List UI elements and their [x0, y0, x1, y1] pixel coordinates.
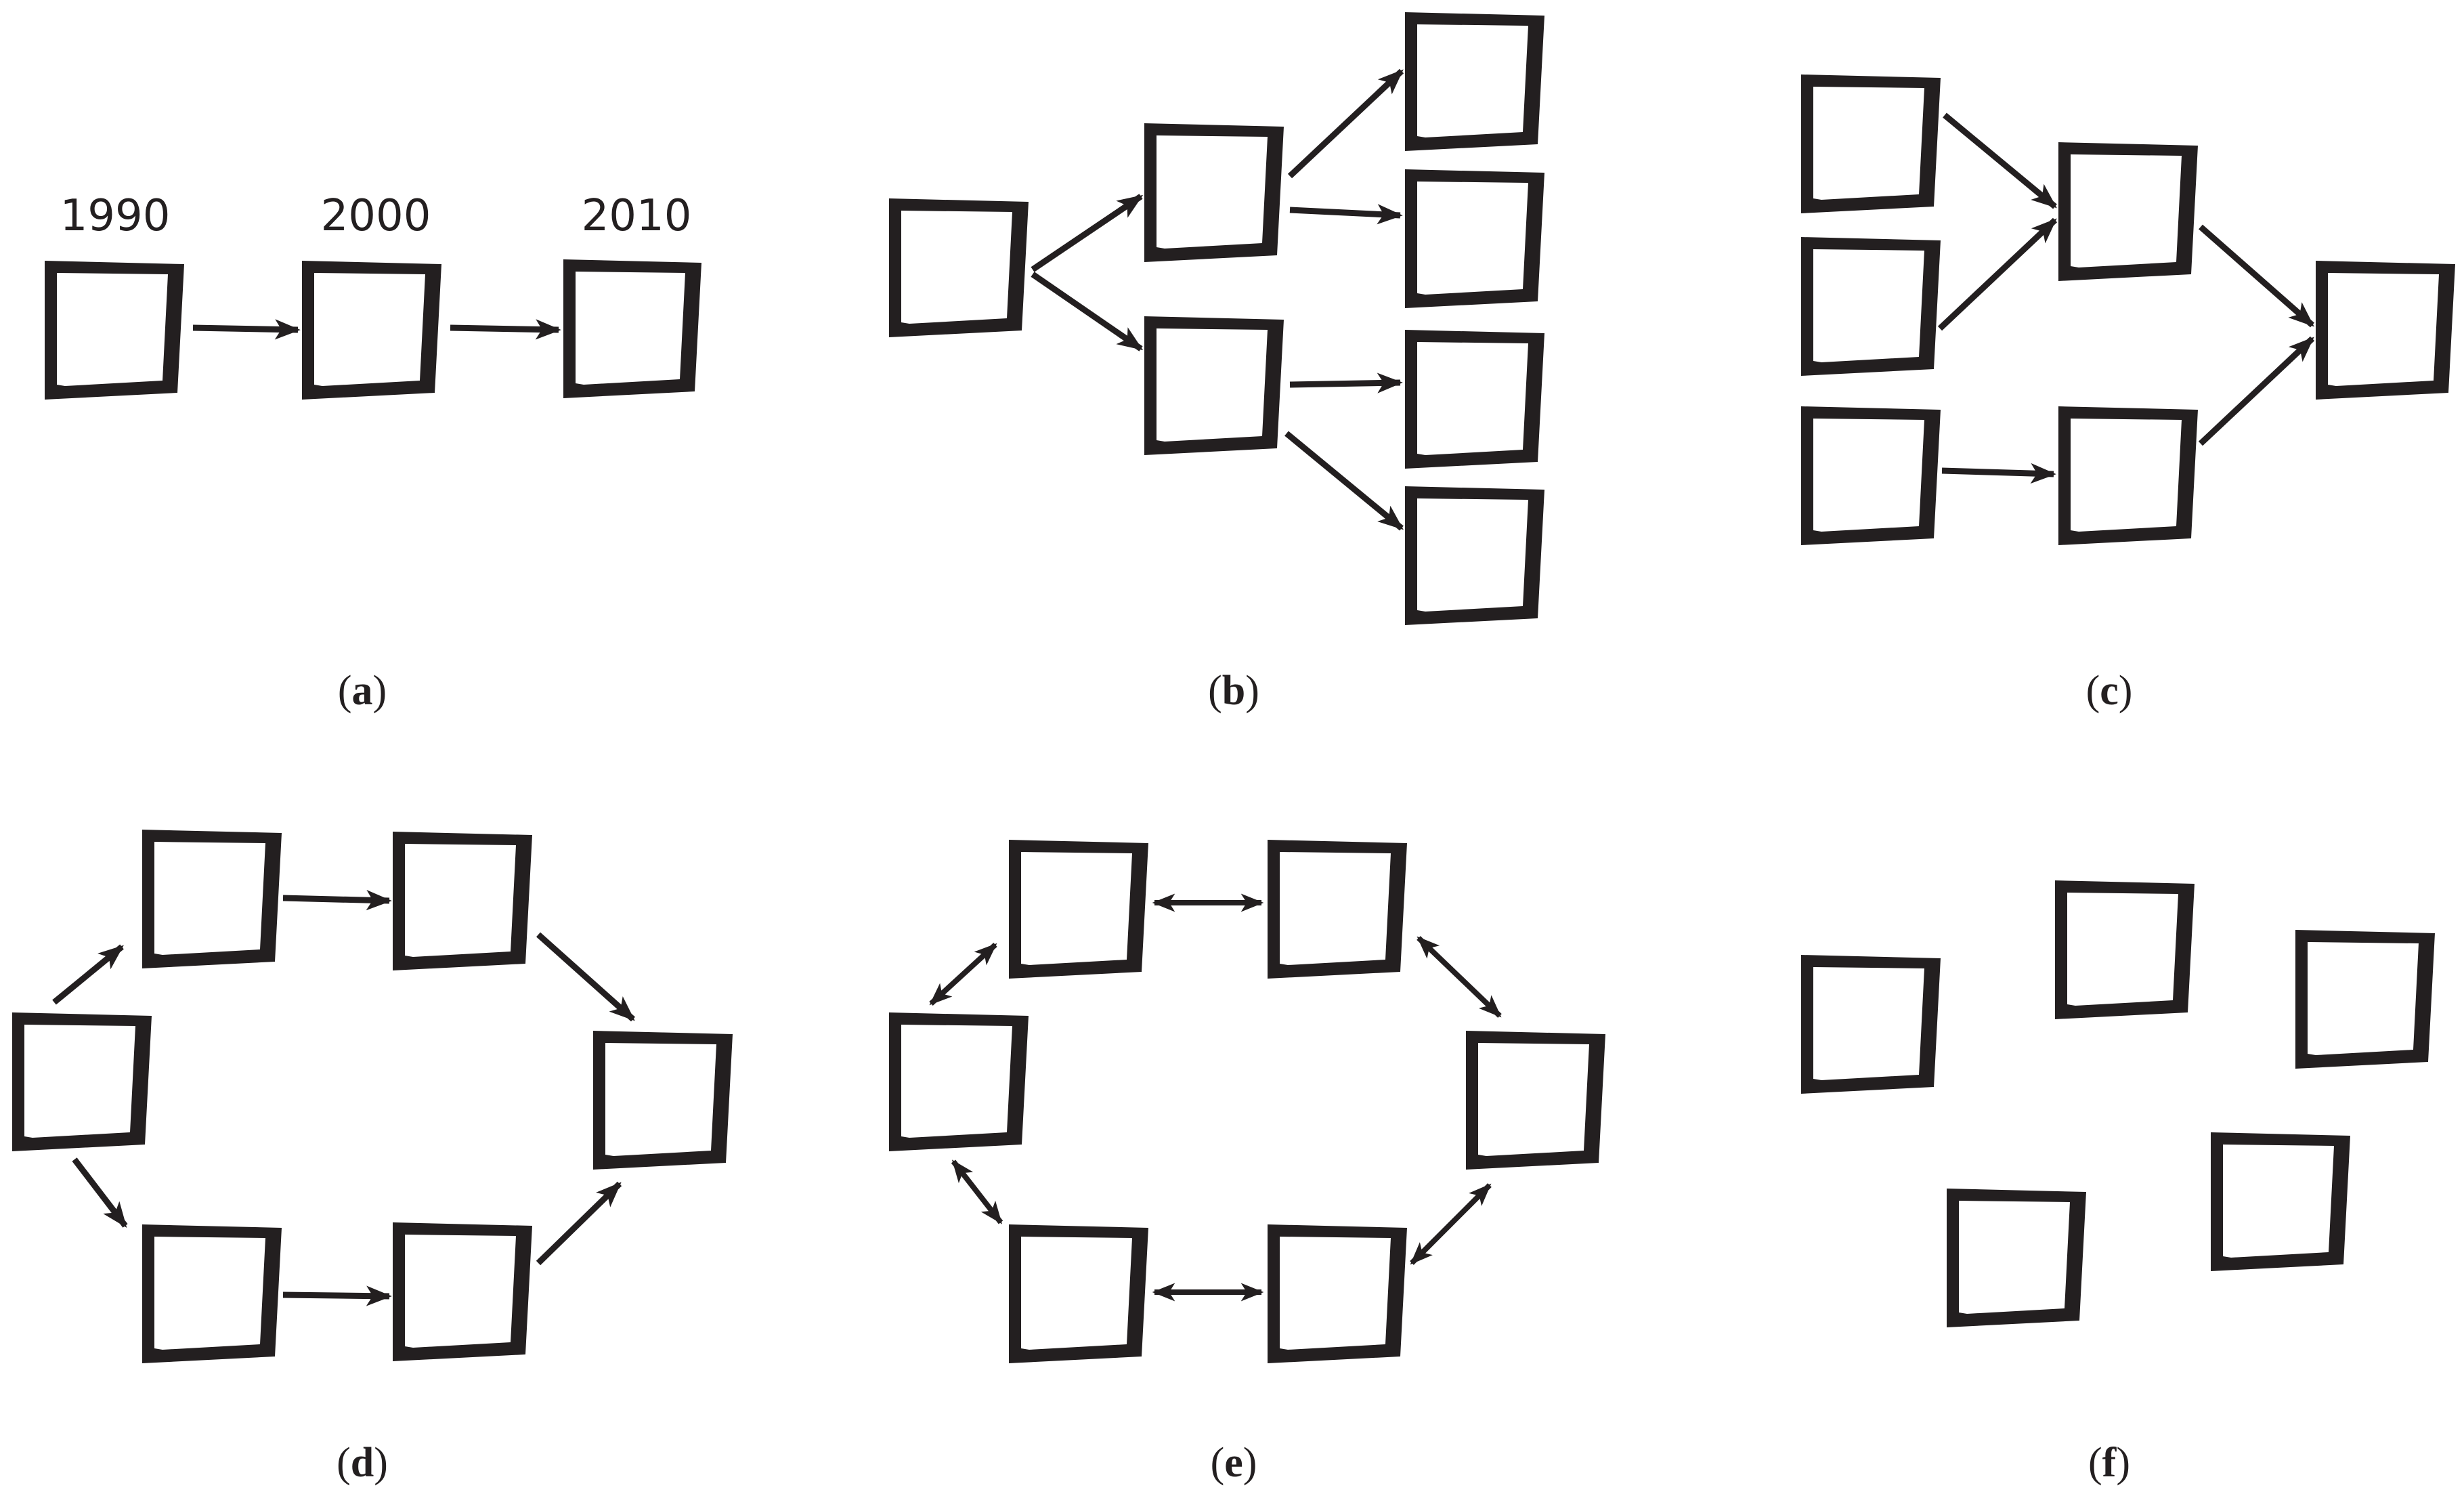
- arrow: [536, 932, 635, 1022]
- bidirectional-arrow: [951, 1159, 1003, 1224]
- bidirectional-arrow: [1410, 1183, 1492, 1265]
- node-box: [45, 261, 184, 400]
- year-label-2000: 2000: [321, 191, 431, 241]
- node-box: [1405, 486, 1544, 625]
- arrow: [1289, 204, 1403, 225]
- arrow: [52, 944, 124, 1005]
- node-box: [2295, 930, 2435, 1069]
- bidirectional-arrow: [929, 943, 997, 1006]
- node-box: [1268, 840, 1407, 979]
- node-box: [393, 832, 532, 970]
- node-box: [889, 1012, 1029, 1151]
- node-box: [593, 1031, 733, 1170]
- node-box: [2316, 261, 2455, 400]
- arrow: [1284, 431, 1404, 531]
- node-box: [1801, 406, 1941, 545]
- arrow: [1289, 372, 1403, 393]
- bidirectional-arrow: [1417, 936, 1502, 1018]
- arrow: [2198, 336, 2315, 446]
- panel-caption-b: (b): [1208, 668, 1259, 714]
- node-box: [2211, 1132, 2350, 1271]
- node-box: [1466, 1031, 1605, 1170]
- arrow: [282, 890, 392, 911]
- arrow: [1937, 217, 2058, 331]
- node-box: [563, 259, 701, 398]
- arrow: [192, 319, 301, 340]
- panel-a: 1990 2000 2010 (a): [45, 191, 701, 714]
- panel-caption-c: (c): [2086, 668, 2133, 714]
- panel-caption-a: (a): [338, 668, 387, 714]
- panel-b: (b): [889, 12, 1544, 714]
- caption-letter-e: e: [1224, 1440, 1243, 1486]
- arrow: [282, 1285, 392, 1306]
- node-box: [1801, 74, 1941, 213]
- panel-f: (f): [1801, 880, 2435, 1486]
- node-box: [1801, 237, 1941, 376]
- node-box: [2058, 406, 2198, 545]
- node-box: [1144, 316, 1284, 455]
- node-box: [1009, 840, 1148, 979]
- caption-letter-d: d: [351, 1440, 374, 1486]
- node-box: [1405, 12, 1544, 151]
- node-box: [1801, 955, 1941, 1094]
- node-box: [393, 1222, 532, 1361]
- node-box: [2058, 142, 2198, 281]
- arrow: [1031, 194, 1144, 272]
- panel-caption-f: (f): [2088, 1440, 2130, 1486]
- node-box: [2055, 880, 2195, 1019]
- node-box: [142, 830, 282, 968]
- node-box: [12, 1012, 152, 1151]
- arrow: [72, 1157, 128, 1228]
- year-label-2010: 2010: [582, 191, 692, 241]
- node-box: [1144, 123, 1284, 262]
- arrow: [536, 1181, 622, 1266]
- panel-c: (c): [1801, 74, 2455, 714]
- panel-caption-e: (e): [1211, 1440, 1257, 1486]
- arrow: [2199, 224, 2314, 328]
- caption-letter-c: c: [2100, 668, 2119, 714]
- panel-d: (d): [12, 830, 733, 1486]
- node-box: [1268, 1224, 1407, 1363]
- node-box: [1405, 169, 1544, 308]
- arrow: [1031, 272, 1144, 351]
- node-box: [302, 261, 441, 400]
- node-box: [889, 198, 1029, 337]
- arrow: [1287, 68, 1404, 179]
- node-box: [1405, 330, 1544, 469]
- node-box: [142, 1224, 282, 1363]
- panel-caption-d: (d): [337, 1440, 388, 1486]
- arrow: [1941, 463, 2056, 484]
- year-label-1990: 1990: [60, 191, 171, 241]
- arrow: [1943, 112, 2057, 209]
- node-box: [1009, 1224, 1148, 1363]
- panel-e: (e): [889, 840, 1605, 1486]
- arrow: [450, 319, 561, 340]
- caption-letter-b: b: [1222, 668, 1245, 714]
- node-box: [1947, 1189, 2086, 1327]
- caption-letter-f: f: [2102, 1440, 2117, 1486]
- caption-letter-a: a: [352, 668, 373, 714]
